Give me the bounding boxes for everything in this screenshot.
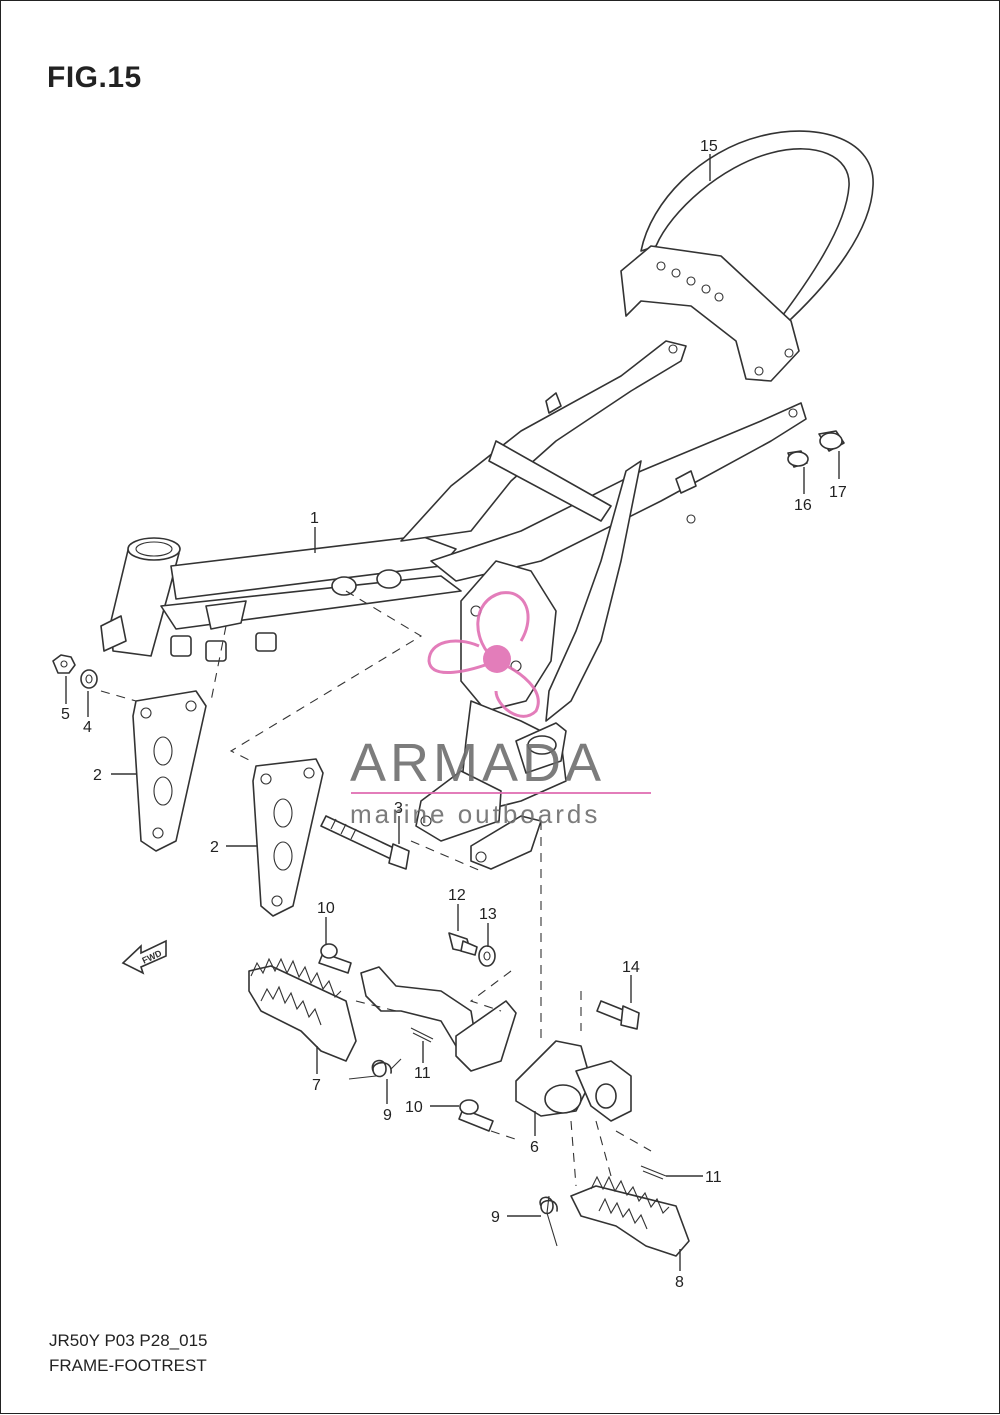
bolt-part-3[interactable]: [320, 815, 410, 870]
figure-title: FIG.15: [47, 61, 142, 94]
washer-part-13[interactable]: [478, 945, 496, 967]
main-frame-part[interactable]: [100, 340, 807, 870]
callout-17: 17: [829, 484, 847, 501]
bolt-part-12[interactable]: [448, 932, 478, 956]
bolt-part-16[interactable]: [787, 450, 809, 468]
callout-11-upper: 11: [414, 1065, 431, 1082]
callout-15: 15: [700, 138, 718, 155]
footrest-bracket-part-left[interactable]: [132, 690, 207, 852]
model-code: JR50Y P03 P28_015: [49, 1331, 208, 1350]
pin-part-10-lower[interactable]: [458, 1099, 494, 1132]
callout-3: 3: [394, 800, 403, 817]
callout-13: 13: [479, 906, 497, 923]
footrest-bracket-part-right[interactable]: [252, 758, 324, 917]
assembly-guide-lines: [100, 590, 652, 1187]
callout-1: 1: [310, 510, 319, 527]
cotter-pin-part-11-upper[interactable]: [410, 1027, 434, 1043]
forward-direction-arrow: FWD: [121, 939, 167, 975]
callout-11-lower: 11: [705, 1169, 722, 1186]
callout-2-right: 2: [210, 839, 219, 856]
cotter-pin-part-11-lower[interactable]: [640, 1165, 667, 1180]
callout-12: 12: [448, 887, 466, 904]
armada-propeller-logo: [427, 591, 540, 718]
grab-rail-part[interactable]: [620, 130, 874, 382]
callout-4: 4: [83, 719, 92, 736]
armada-watermark: ARMADA marine outboards: [350, 591, 651, 829]
spring-part-9-upper[interactable]: [348, 1058, 402, 1080]
washer-part-4[interactable]: [80, 669, 98, 689]
callout-10-lower: 10: [405, 1099, 423, 1116]
bolt-part-17[interactable]: [818, 430, 845, 452]
nut-part-5[interactable]: [52, 654, 76, 674]
callout-14: 14: [622, 959, 640, 976]
pin-part-10-upper[interactable]: [318, 943, 352, 974]
left-footpeg-part[interactable]: [248, 957, 357, 1062]
callout-9-lower: 9: [491, 1209, 500, 1226]
right-footpeg-part[interactable]: [570, 1175, 690, 1257]
callout-numbers: 1 2 2 3 4 5 6 7 8 9 9 10 10 11 11 12 13 …: [61, 138, 847, 1291]
callout-5: 5: [61, 706, 70, 723]
spring-part-9-lower[interactable]: [539, 1195, 558, 1247]
watermark-tagline: marine outboards: [350, 799, 600, 829]
callout-leader-lines: [65, 154, 840, 1271]
callout-6: 6: [530, 1139, 539, 1156]
callout-10-upper: 10: [317, 900, 335, 917]
figure-caption: FRAME-FOOTREST: [49, 1356, 207, 1375]
callout-16: 16: [794, 497, 812, 514]
callout-8: 8: [675, 1274, 684, 1291]
bolt-part-14[interactable]: [596, 1000, 640, 1030]
brake-lever-part[interactable]: [360, 966, 632, 1122]
callout-9-upper: 9: [383, 1107, 392, 1124]
callout-7: 7: [312, 1077, 321, 1094]
callout-2-left: 2: [93, 767, 102, 784]
watermark-brand: ARMADA: [350, 733, 605, 793]
